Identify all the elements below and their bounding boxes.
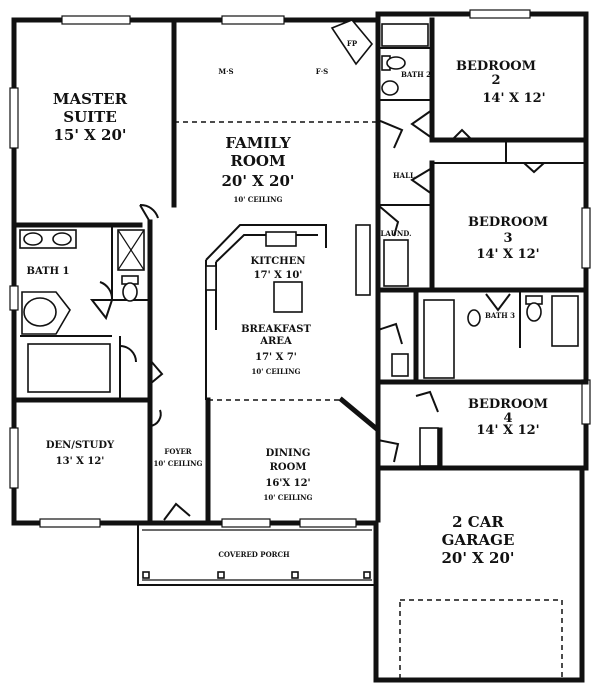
bedroom3-size: 14' X 12': [476, 247, 539, 262]
kitchen-name: KITCHEN: [251, 256, 306, 267]
family-note: 10' CEILING: [233, 195, 282, 204]
bedroom4-number: 4: [503, 411, 512, 426]
doors: [89, 109, 545, 521]
family-name-1: FAMILY: [225, 134, 291, 152]
bedroom2-number: 2: [491, 73, 500, 88]
master-name-1: MASTER: [53, 90, 128, 108]
master-size: 15' X 20': [53, 126, 126, 144]
bedroom4-size: 14' X 12': [476, 423, 539, 438]
fireplace-label: FP: [347, 39, 358, 48]
fixtures: [19, 19, 579, 579]
master-name-2: SUITE: [63, 108, 117, 126]
garage-size: 20' X 20': [441, 549, 514, 567]
breakfast-note: 10' CEILING: [251, 367, 300, 376]
bath2-name: BATH 2: [401, 70, 431, 79]
bath3-name: BATH 3: [485, 311, 515, 320]
bedroom2-name: BEDROOM: [456, 59, 536, 74]
foyer-note: 10' CEILING: [153, 459, 202, 468]
dining-note: 10' CEILING: [263, 493, 312, 502]
garage-name-2: GARAGE: [442, 531, 515, 549]
labels: MASTER SUITE 15' X 20' FAMILY ROOM 20' X…: [27, 39, 549, 567]
family-size: 20' X 20': [221, 172, 294, 190]
breakfast-size: 17' X 7': [255, 352, 297, 363]
bedroom2-size: 14' X 12': [482, 91, 545, 106]
dashed-lines: [174, 121, 563, 681]
garage-name-1: 2 CAR: [452, 513, 504, 531]
den-name: DEN/STUDY: [46, 440, 115, 451]
dining-name-1: DINING: [266, 448, 311, 459]
breakfast-name-1: BREAKFAST: [241, 324, 311, 335]
fan-label-left: M·S: [218, 67, 233, 76]
windows: [9, 9, 591, 528]
dining-size: 16'X 12': [265, 478, 310, 489]
dining-name-2: ROOM: [270, 462, 307, 473]
hall-name: HALL: [393, 171, 415, 180]
bedroom4-name: BEDROOM: [468, 397, 548, 412]
bath1-name: BATH 1: [27, 266, 70, 277]
fan-label-right: F·S: [316, 67, 328, 76]
breakfast-name-2: AREA: [259, 336, 292, 347]
porch-name: COVERED PORCH: [218, 550, 290, 559]
interior-walls: [11, 17, 589, 523]
family-name-2: ROOM: [230, 152, 285, 170]
den-size: 13' X 12': [56, 456, 105, 467]
laundry-name: LAUND.: [380, 229, 411, 238]
foyer-name: FOYER: [164, 447, 191, 456]
kitchen-size: 17' X 10': [254, 270, 303, 281]
bedroom3-number: 3: [503, 231, 512, 246]
bedroom3-name: BEDROOM: [468, 215, 548, 230]
